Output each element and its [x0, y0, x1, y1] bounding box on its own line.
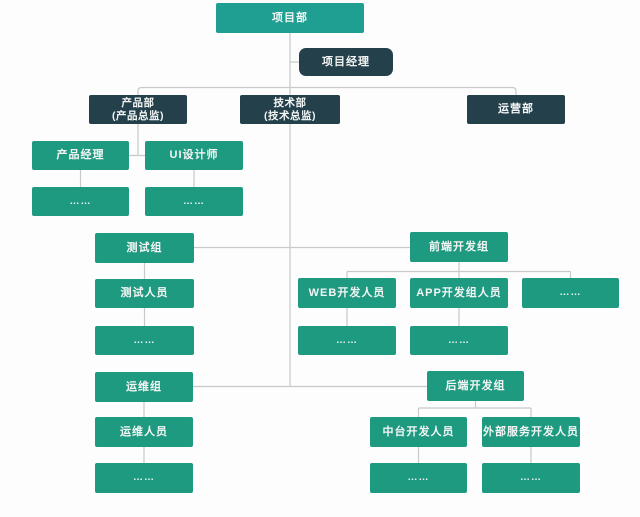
node-label: ……: [448, 334, 470, 346]
node-label: 后端开发组: [445, 379, 506, 392]
connector-backend-children: [417, 401, 532, 417]
org-node-middle-platform-dev: 中台开发人员: [370, 417, 467, 447]
org-node-app-dev-more: ……: [410, 326, 508, 355]
node-label: 产品经理: [56, 149, 105, 161]
org-node-project-manager: 项目经理: [299, 48, 393, 76]
org-node-frontend-more: ……: [522, 278, 619, 308]
node-label: UI设计师: [169, 149, 219, 161]
connector-product-children: [129, 124, 145, 157]
node-label-line1: 技术部: [273, 96, 307, 109]
node-label: ……: [336, 334, 358, 346]
connector-frontend-children: [346, 262, 572, 278]
org-node-ui-designer: UI设计师: [145, 141, 243, 170]
node-label: ……: [133, 472, 155, 483]
node-label: 测试人员: [120, 287, 169, 299]
node-label: 运维组: [126, 380, 162, 393]
org-node-product-manager: 产品经理: [32, 141, 129, 170]
node-label: 测试组: [126, 241, 163, 254]
org-node-test-group: 测试组: [95, 233, 194, 263]
node-label-line1: 产品部: [121, 96, 155, 109]
node-label: ……: [559, 287, 582, 298]
node-label: 项目经理: [322, 55, 370, 68]
org-node-frontend-group: 前端开发组: [410, 232, 508, 262]
org-node-web-dev-more: ……: [298, 326, 396, 355]
node-label: 外部服务开发人员: [483, 425, 579, 438]
node-label-line2: (产品总监): [112, 109, 164, 122]
node-label: ……: [183, 195, 205, 207]
node-label-line2: (技术总监): [264, 109, 316, 122]
node-label: 项目部: [272, 11, 308, 24]
org-node-middle-platform-more: ……: [370, 463, 467, 493]
org-node-web-dev: WEB开发人员: [298, 278, 396, 308]
org-node-ops-dept: 运营部: [467, 95, 565, 124]
connector-dept-distribution: [137, 86, 517, 95]
connector-web-app-more: [346, 308, 460, 326]
org-node-maintenance-group: 运维组: [95, 372, 193, 402]
org-node-external-service-dev: 外部服务开发人员: [482, 417, 580, 447]
org-node-maintenance-more: ……: [95, 463, 193, 493]
org-node-app-dev: APP开发组人员: [410, 278, 508, 308]
node-label: APP开发组人员: [416, 286, 502, 299]
org-node-ui-designer-more: ……: [145, 187, 243, 216]
node-label: 运营部: [498, 103, 534, 115]
node-label: ……: [69, 195, 92, 207]
org-node-project-dept: 项目部: [216, 3, 364, 33]
node-label: WEB开发人员: [308, 286, 386, 299]
node-label: ……: [520, 472, 542, 483]
node-label: ……: [407, 472, 430, 483]
org-node-maintenance-staff: 运维人员: [95, 417, 193, 447]
org-node-external-service-more: ……: [482, 463, 580, 493]
org-node-tech-dept: 技术部 (技术总监): [240, 95, 340, 124]
node-label: 运维人员: [120, 425, 168, 438]
org-node-backend-group: 后端开发组: [427, 371, 524, 401]
org-node-test-staff-more: ……: [95, 326, 194, 355]
org-node-test-staff: 测试人员: [95, 279, 194, 308]
org-node-product-dept: 产品部 (产品总监): [89, 95, 187, 124]
node-label: 前端开发组: [429, 240, 489, 253]
org-node-product-manager-more: ……: [32, 187, 129, 216]
connector-backend-more: [417, 447, 532, 463]
node-label: ……: [133, 334, 156, 346]
node-label: 中台开发人员: [382, 425, 455, 438]
